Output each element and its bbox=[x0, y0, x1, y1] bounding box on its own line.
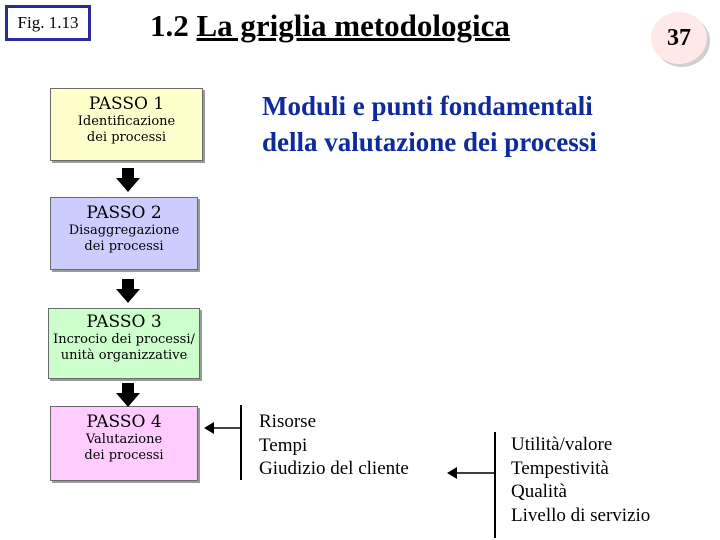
title-number: 1.2 bbox=[150, 8, 189, 43]
step-title: PASSO 2 bbox=[86, 203, 162, 223]
bracket-line bbox=[494, 432, 496, 538]
down-arrow-icon bbox=[116, 168, 140, 192]
diagram-subtitle: Moduli e punti fondamentali della valuta… bbox=[262, 88, 662, 161]
step-box-1: PASSO 1 Identificazione dei processi bbox=[50, 88, 203, 161]
step-desc-line-1: Identificazione bbox=[77, 113, 176, 129]
outcomes-list: Utilità/valore Tempestività Qualità Live… bbox=[511, 433, 650, 527]
list-item: Livello di servizio bbox=[511, 504, 651, 526]
page-title: 1.2 La griglia metodologica bbox=[150, 8, 510, 44]
list-item: Risorse bbox=[259, 411, 316, 432]
step-box-3: PASSO 3 Incrocio dei processi/ unità org… bbox=[48, 308, 200, 379]
list-item: Qualità bbox=[511, 481, 567, 502]
step-desc-line-2: dei processi bbox=[84, 447, 164, 463]
step-title: PASSO 1 bbox=[88, 94, 165, 114]
left-arrow-icon bbox=[447, 467, 495, 479]
step-title: PASSO 4 bbox=[86, 412, 162, 432]
down-arrow-icon bbox=[116, 279, 140, 303]
step-title: PASSO 3 bbox=[86, 312, 162, 332]
subtitle-line-1: Moduli e punti fondamentali bbox=[262, 91, 593, 121]
step-desc-line-1: Valutazione bbox=[85, 431, 163, 447]
down-arrow-icon bbox=[116, 383, 140, 407]
list-item: Tempestività bbox=[511, 457, 609, 479]
title-text: La griglia metodologica bbox=[196, 8, 510, 43]
figure-label: Fig. 1.13 bbox=[5, 5, 91, 41]
page-number-badge: 37 bbox=[651, 12, 707, 64]
step-desc-line-2: dei processi bbox=[84, 238, 164, 254]
list-item: Giudizio del cliente bbox=[259, 458, 409, 479]
step-desc-line-1: Incrocio dei processi/ bbox=[53, 331, 195, 347]
criteria-list: Risorse Tempi Giudizio del cliente bbox=[259, 410, 409, 481]
step-desc-line-2: unità organizzative bbox=[60, 347, 188, 363]
step-box-4: PASSO 4 Valutazione dei processi bbox=[50, 406, 198, 481]
list-item: Tempi bbox=[259, 434, 308, 456]
bracket-line bbox=[240, 405, 242, 480]
subtitle-line-2: della valutazione dei processi bbox=[262, 127, 597, 158]
list-item: Utilità/valore bbox=[511, 434, 613, 455]
step-desc-line-1: Disaggregazione bbox=[68, 222, 180, 238]
step-desc-line-2: dei processi bbox=[86, 129, 167, 145]
left-arrow-icon bbox=[204, 422, 240, 434]
step-box-2: PASSO 2 Disaggregazione dei processi bbox=[50, 197, 198, 270]
